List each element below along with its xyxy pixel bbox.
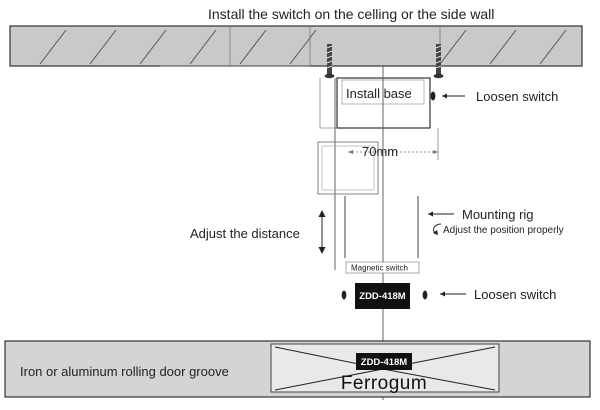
loosen-screw-bottom-right-icon bbox=[422, 290, 428, 300]
diagram-title: Install the switch on the celling or the… bbox=[208, 6, 494, 22]
install-base bbox=[319, 77, 431, 129]
distance-dimension bbox=[348, 150, 438, 154]
mounting-rig bbox=[317, 78, 439, 270]
switch-model-badge: ZDD-418M bbox=[359, 291, 406, 302]
distance-label: 70mm bbox=[362, 144, 398, 159]
mounting-rig-arrowhead bbox=[428, 211, 433, 217]
magnetic-switch-body bbox=[355, 283, 410, 309]
adjust-distance-arrow bbox=[318, 210, 326, 254]
install-base-label: Install base bbox=[346, 86, 412, 101]
magnet-model-badge-bg bbox=[356, 353, 412, 370]
loosen-switch-bottom-label: Loosen switch bbox=[474, 287, 556, 302]
loosen-screw-bottom-left-icon bbox=[341, 290, 347, 300]
loosen-switch-top-arrowhead bbox=[442, 93, 447, 99]
magnet-model-badge: ZDD-418M bbox=[361, 357, 408, 368]
ceiling-slab bbox=[9, 25, 583, 67]
loosen-switch-bottom-arrowhead bbox=[440, 291, 445, 297]
adjust-position-label: Adjust the position properly bbox=[443, 225, 564, 236]
door-groove-label: Iron or aluminum rolling door groove bbox=[20, 364, 229, 379]
loosen-screw-top-icon bbox=[430, 91, 436, 101]
adjust-distance-label: Adjust the distance bbox=[190, 226, 300, 241]
magnetic-switch-label-box bbox=[345, 261, 420, 274]
adjust-position-arrowhead bbox=[433, 230, 438, 235]
brand-label: Ferrogum bbox=[341, 373, 427, 394]
mounting-rig-label: Mounting rig bbox=[462, 207, 534, 222]
loosen-switch-top-label: Loosen switch bbox=[476, 89, 558, 104]
screw-right bbox=[433, 44, 444, 79]
magnetic-switch-label: Magnetic switch bbox=[351, 264, 408, 273]
screw-left bbox=[324, 44, 335, 79]
